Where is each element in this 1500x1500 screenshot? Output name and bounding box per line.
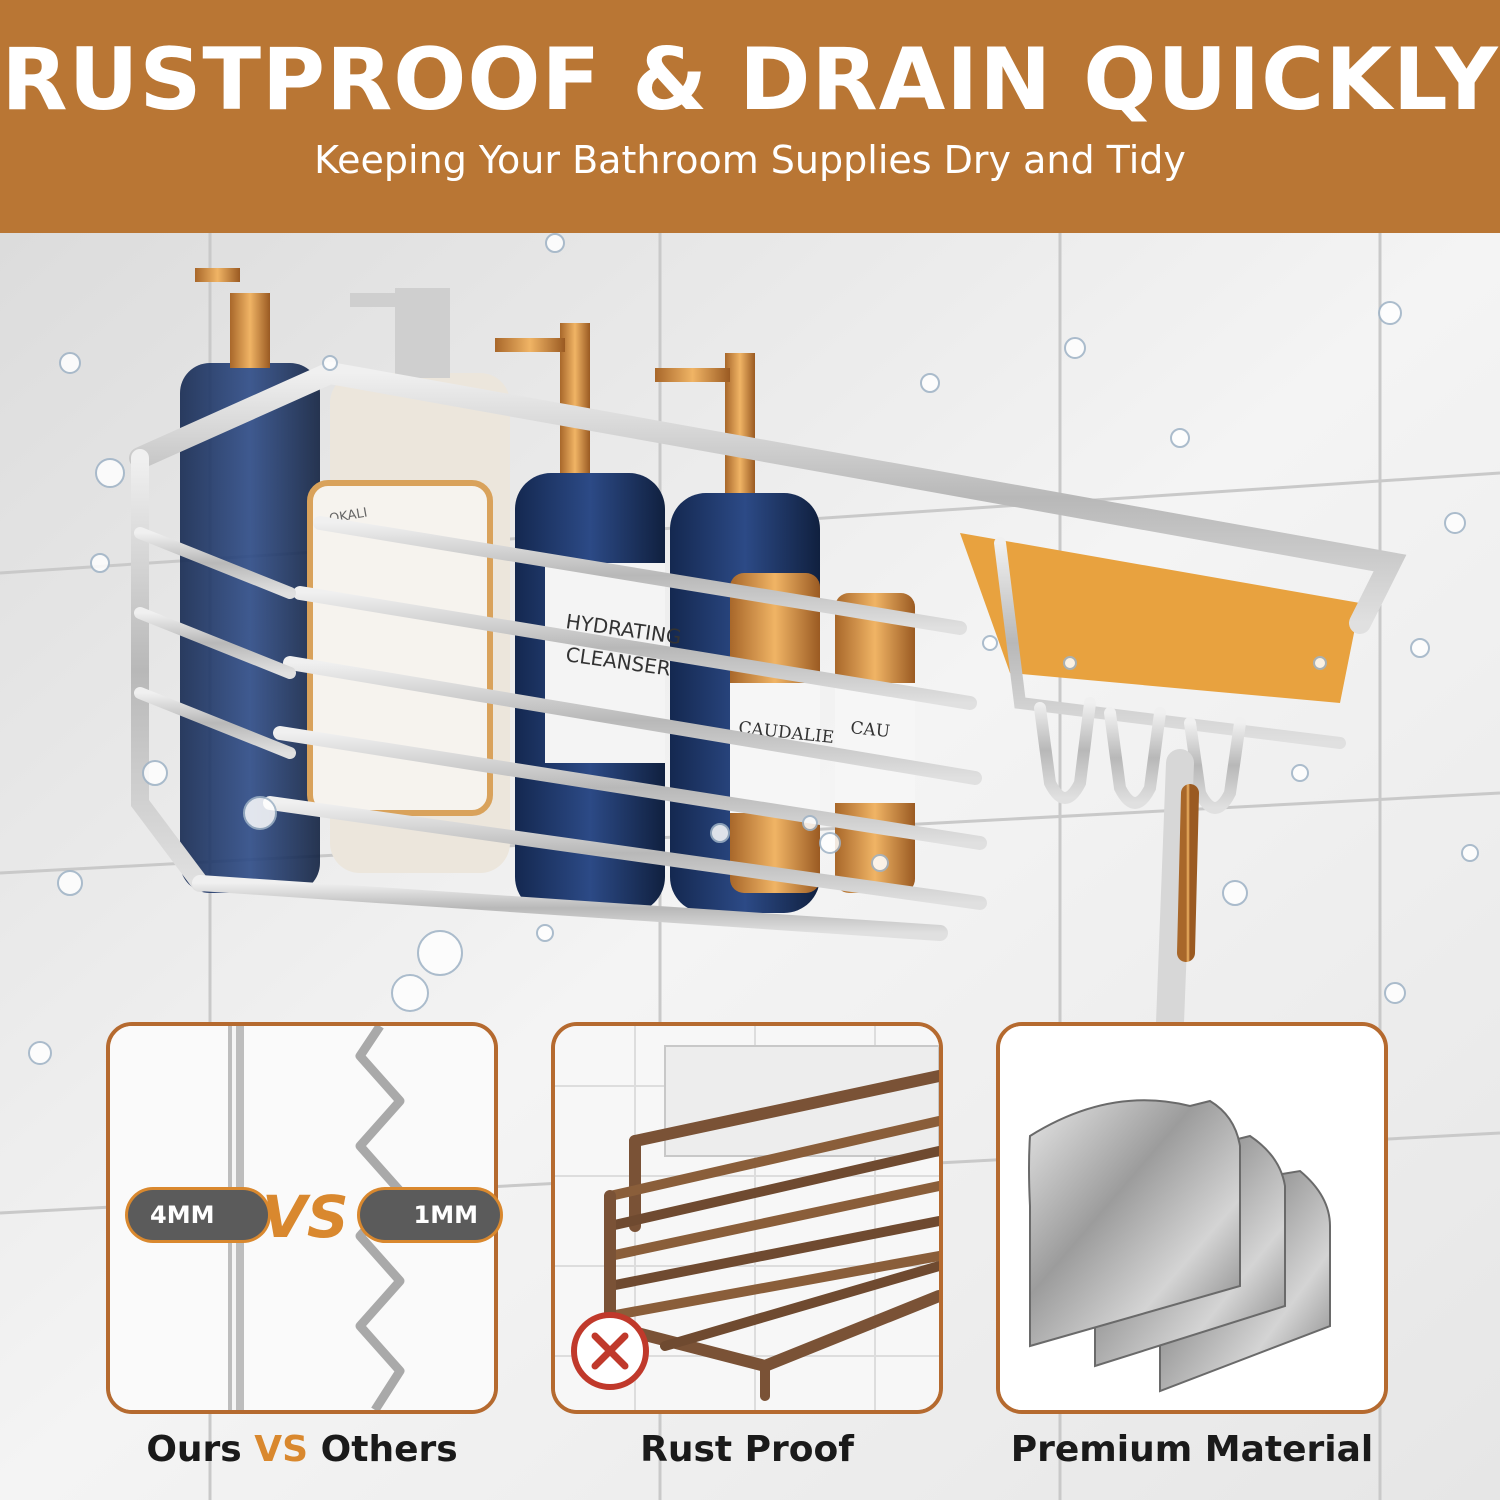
vs-mark: VS [262,1183,349,1251]
comparison-caption: Ours VS Others [106,1420,498,1480]
ours-thickness-text: 4MM [150,1201,215,1229]
rust-proof-caption: Rust Proof [640,1429,854,1470]
others-thickness-text: 1MM [413,1201,478,1229]
basket-frame-icon [129,361,1407,941]
rusty-basket-icon [604,1070,939,1401]
ours-thickness-badge: 4MM [128,1190,268,1240]
header-banner: RUSTPROOF & DRAIN QUICKLY Keeping Your B… [0,0,1500,233]
others-thickness-badge: 1MM [360,1190,500,1240]
headline: RUSTPROOF & DRAIN QUICKLY [1,30,1499,130]
premium-material-caption: Premium Material [1010,1429,1374,1470]
subheadline: Keeping Your Bathroom Supplies Dry and T… [314,138,1186,182]
bottle-label: CAU [849,718,890,742]
caption-vs: VS [254,1429,309,1470]
brushed-steel-sheet-icon [1028,1099,1331,1393]
soap-tray-icon [960,533,1360,703]
caption-ours: Ours [146,1429,242,1470]
caption-others: Others [320,1429,458,1470]
water-droplets-icon [28,233,1479,1065]
cross-mark-icon [571,1312,649,1390]
premium-material-card [996,1022,1388,1414]
razor-icon [1156,749,1199,1037]
rust-proof-card [551,1022,943,1414]
